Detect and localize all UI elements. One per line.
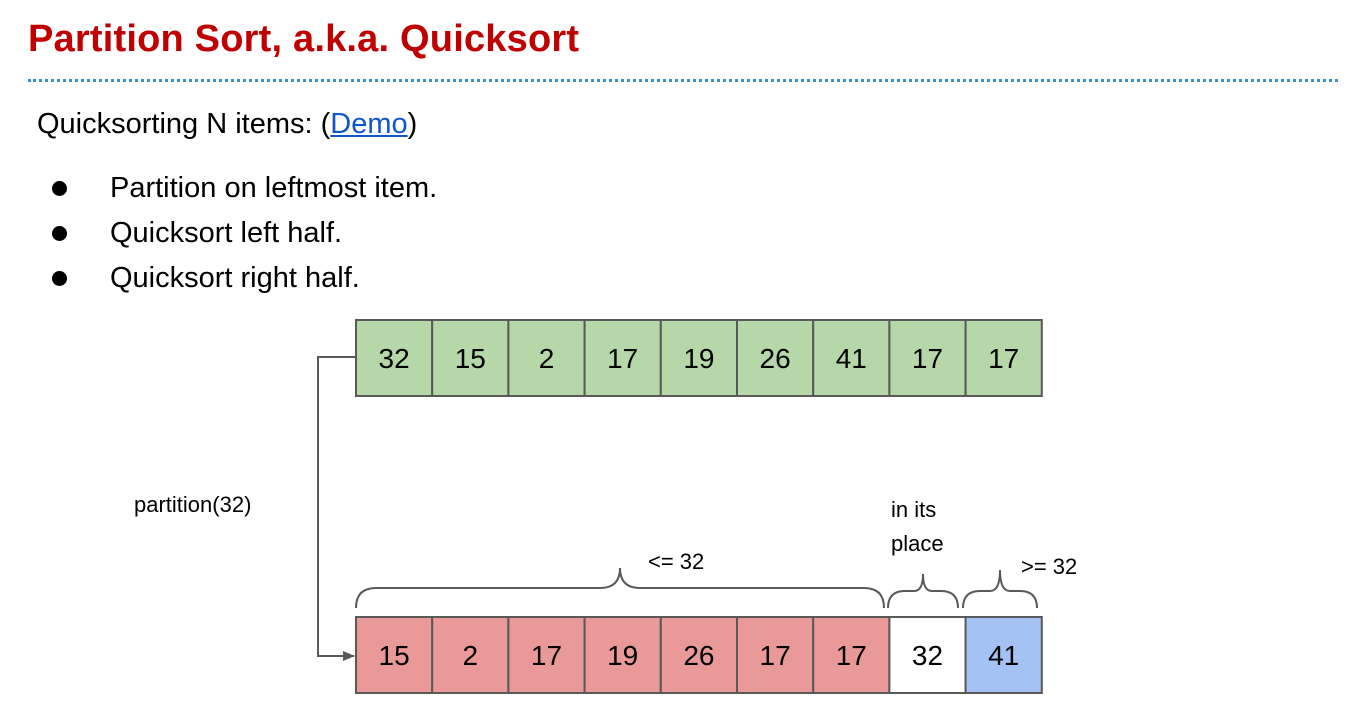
bullet-item: Quicksort right half.	[50, 256, 437, 301]
brace-less-than	[355, 567, 885, 609]
input-array-cell-value: 26	[760, 343, 791, 374]
brace-pivot-label-line2: place	[891, 531, 944, 556]
brace-greater-label: >= 32	[1021, 554, 1077, 579]
partition-label: partition(32)	[134, 492, 251, 517]
input-array-cell-value: 2	[539, 343, 555, 374]
input-array-cell-value: 41	[836, 343, 867, 374]
bullet-item: Partition on leftmost item.	[50, 166, 437, 211]
brace-less-label: <= 32	[648, 549, 704, 574]
input-array-cell: 2	[507, 319, 586, 397]
input-array-cell-value: 17	[607, 343, 638, 374]
output-array-cell-box	[888, 616, 967, 694]
output-array-cell: 19	[583, 616, 662, 694]
slide-title: Partition Sort, a.k.a. Quicksort	[28, 18, 580, 60]
input-array-cell-box	[355, 319, 434, 397]
bullet-dot-icon	[52, 226, 67, 241]
output-array-cell-value: 15	[379, 640, 410, 671]
input-array-cell-box	[659, 319, 738, 397]
bullet-dot-icon	[52, 271, 67, 286]
input-array-cell: 15	[431, 319, 510, 397]
output-array-cell-value: 19	[607, 640, 638, 671]
input-array-cell-box	[507, 319, 586, 397]
intro-line: Quicksorting N items: (Demo)	[37, 108, 417, 141]
output-array-cell-box	[355, 616, 434, 694]
output-array-cell-value: 2	[463, 640, 479, 671]
input-array-cell: 41	[812, 319, 891, 397]
output-array-cell: 32	[888, 616, 967, 694]
brace-pivot	[887, 573, 959, 609]
input-array-cell-value: 17	[988, 343, 1019, 374]
output-array-cell-value: 32	[912, 640, 943, 671]
intro-text: Quicksorting N items: (	[37, 108, 331, 140]
input-array-cell-value: 32	[379, 343, 410, 374]
input-array-cell-box	[583, 319, 662, 397]
bullet-item: Quicksort left half.	[50, 211, 437, 256]
brace-greater-than	[962, 569, 1038, 609]
output-array-cell-value: 41	[988, 640, 1019, 671]
output-array-cell: 17	[812, 616, 891, 694]
output-array-cell-value: 17	[836, 640, 867, 671]
bullet-list: Partition on leftmost item. Quicksort le…	[50, 166, 437, 301]
demo-link[interactable]: Demo	[330, 108, 408, 140]
input-array-cell: 19	[659, 319, 738, 397]
output-array-cell: 26	[659, 616, 738, 694]
input-array: 32 15 2 17 19 26 41 17 17	[355, 319, 1043, 397]
output-array-cell-value: 17	[760, 640, 791, 671]
output-array-cell-box	[812, 616, 891, 694]
title-divider	[28, 79, 1338, 82]
input-array-cell: 17	[964, 319, 1043, 397]
input-array-cell: 17	[888, 319, 967, 397]
output-array-cell: 15	[355, 616, 434, 694]
bullet-text: Quicksort left half.	[110, 217, 343, 249]
output-array-cell: 41	[964, 616, 1043, 694]
output-array-cell: 17	[736, 616, 815, 694]
input-array-cell: 32	[355, 319, 434, 397]
brace-pivot-label-line1: in its	[891, 497, 936, 522]
output-array-cell-value: 26	[683, 640, 714, 671]
intro-close-paren: )	[407, 108, 418, 140]
bullet-dot-icon	[52, 181, 67, 196]
output-array-cell-box	[507, 616, 586, 694]
input-array-cell: 26	[736, 319, 815, 397]
output-array-cell: 17	[507, 616, 586, 694]
input-array-cell-value: 19	[683, 343, 714, 374]
input-array-cell-box	[736, 319, 815, 397]
output-array-cell: 2	[431, 616, 510, 694]
output-array-cell-box	[736, 616, 815, 694]
bullet-text: Partition on leftmost item.	[110, 172, 438, 204]
input-array-cell-box	[812, 319, 891, 397]
input-array-cell-box	[964, 319, 1043, 397]
output-array-cell-value: 17	[531, 640, 562, 671]
bullet-text: Quicksort right half.	[110, 262, 360, 294]
input-array-cell: 17	[583, 319, 662, 397]
input-array-cell-box	[431, 319, 510, 397]
partition-arrow	[317, 356, 356, 661]
input-array-cell-value: 15	[455, 343, 486, 374]
output-array: 15 2 17 19 26 17 17 32 41	[355, 616, 1043, 694]
output-array-cell-box	[964, 616, 1043, 694]
input-array-cell-value: 17	[912, 343, 943, 374]
output-array-cell-box	[431, 616, 510, 694]
